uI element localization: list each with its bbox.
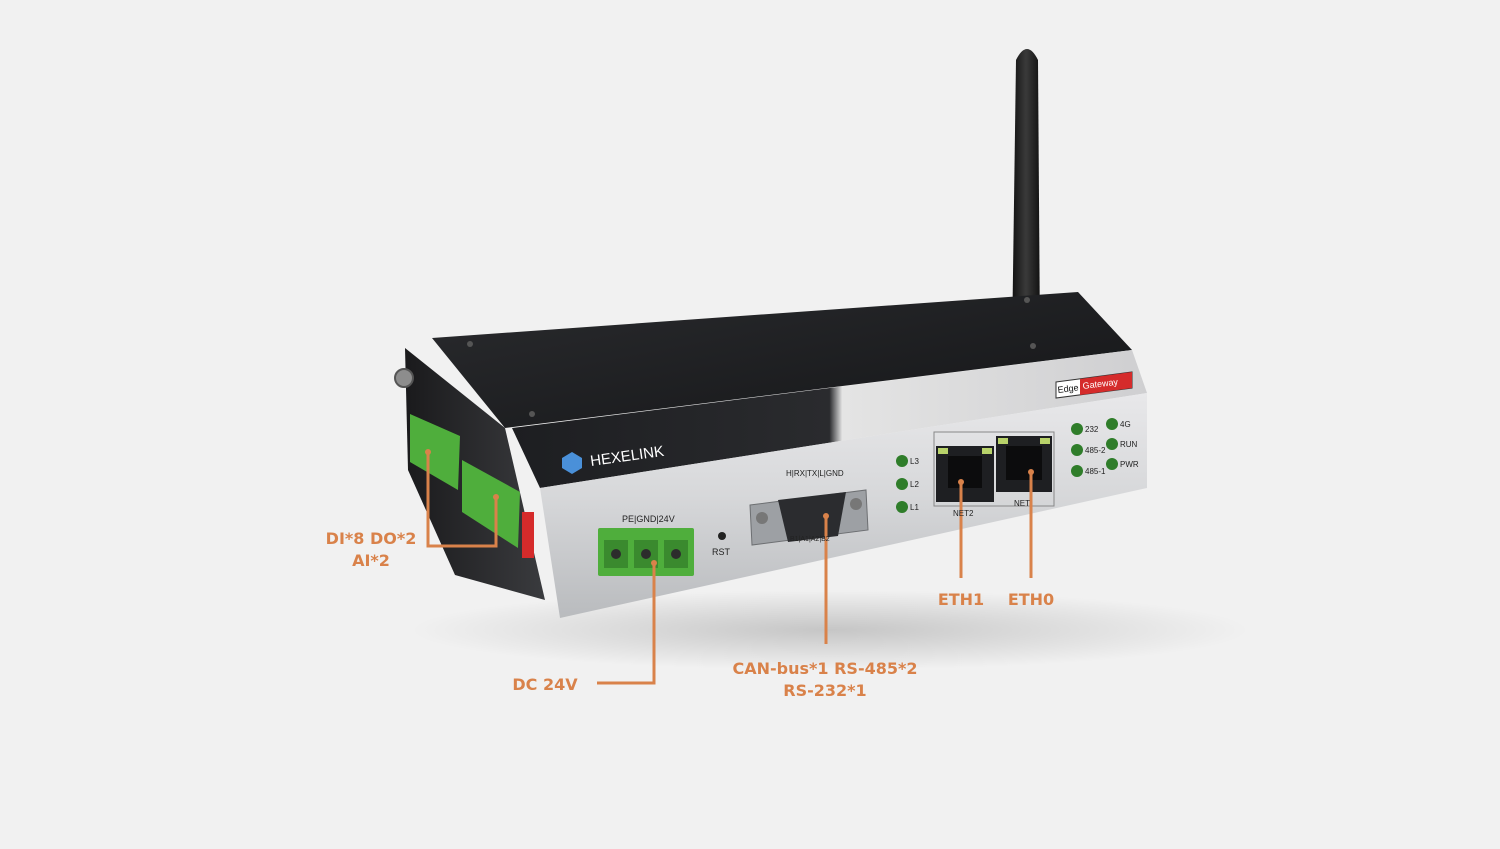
callout-eth1: ETH1 — [937, 590, 985, 609]
front-top-band — [512, 350, 1147, 488]
badge-edge-text: Edge — [1057, 382, 1079, 394]
rj45-ports — [933, 431, 1055, 507]
led-label-485-1: 485-1 — [1085, 467, 1106, 476]
ground-screw — [394, 368, 414, 388]
serial-db9-port — [749, 489, 869, 546]
led-label-4g: 4G — [1120, 420, 1131, 429]
side-terminal-di-do — [410, 414, 534, 558]
power-connector — [598, 528, 694, 576]
antenna — [1012, 49, 1040, 345]
led-label-l1: L1 — [910, 503, 919, 512]
reset-label: RST — [712, 547, 731, 557]
callout-leader-lines — [426, 452, 1033, 685]
serial-top-label: H|RX|TX|L|GND — [786, 469, 844, 478]
callout-serial: CAN-bus*1 RS-485*2 RS-232*1 — [720, 658, 930, 702]
top-cover — [432, 292, 1132, 428]
led-label-pwr: PWR — [1120, 460, 1139, 469]
callout-serial-line2: RS-232*1 — [783, 681, 867, 700]
led-label-232: 232 — [1085, 425, 1099, 434]
led-label-run: RUN — [1120, 440, 1138, 449]
badge-gateway-text: Gateway — [1082, 377, 1119, 391]
callout-power: DC 24V — [512, 675, 578, 694]
status-led-group-right — [1071, 418, 1118, 477]
edge-gateway-badge — [1055, 371, 1133, 399]
callout-io-line2: AI*2 — [352, 551, 390, 570]
callout-eth0: ETH0 — [1007, 590, 1055, 609]
net-label: NET — [1014, 499, 1030, 508]
led-label-l3: L3 — [910, 457, 919, 466]
power-connector-label: PE|GND|24V — [622, 514, 675, 524]
callout-io-line1: DI*8 DO*2 — [325, 529, 417, 548]
led-label-l2: L2 — [910, 480, 919, 489]
callout-io: DI*8 DO*2 AI*2 — [318, 528, 424, 572]
hexelink-logo-icon — [562, 452, 582, 474]
led-label-485-2: 485-2 — [1085, 446, 1106, 455]
status-led-group-left — [896, 455, 908, 513]
net2-label: NET2 — [953, 509, 974, 518]
callout-dots — [425, 449, 1034, 566]
serial-bottom-label: B1|A1|A2|B2 — [790, 536, 830, 543]
floor-shadow — [410, 590, 1250, 670]
reset-button[interactable] — [718, 532, 726, 540]
callout-serial-line1: CAN-bus*1 RS-485*2 — [732, 659, 918, 678]
